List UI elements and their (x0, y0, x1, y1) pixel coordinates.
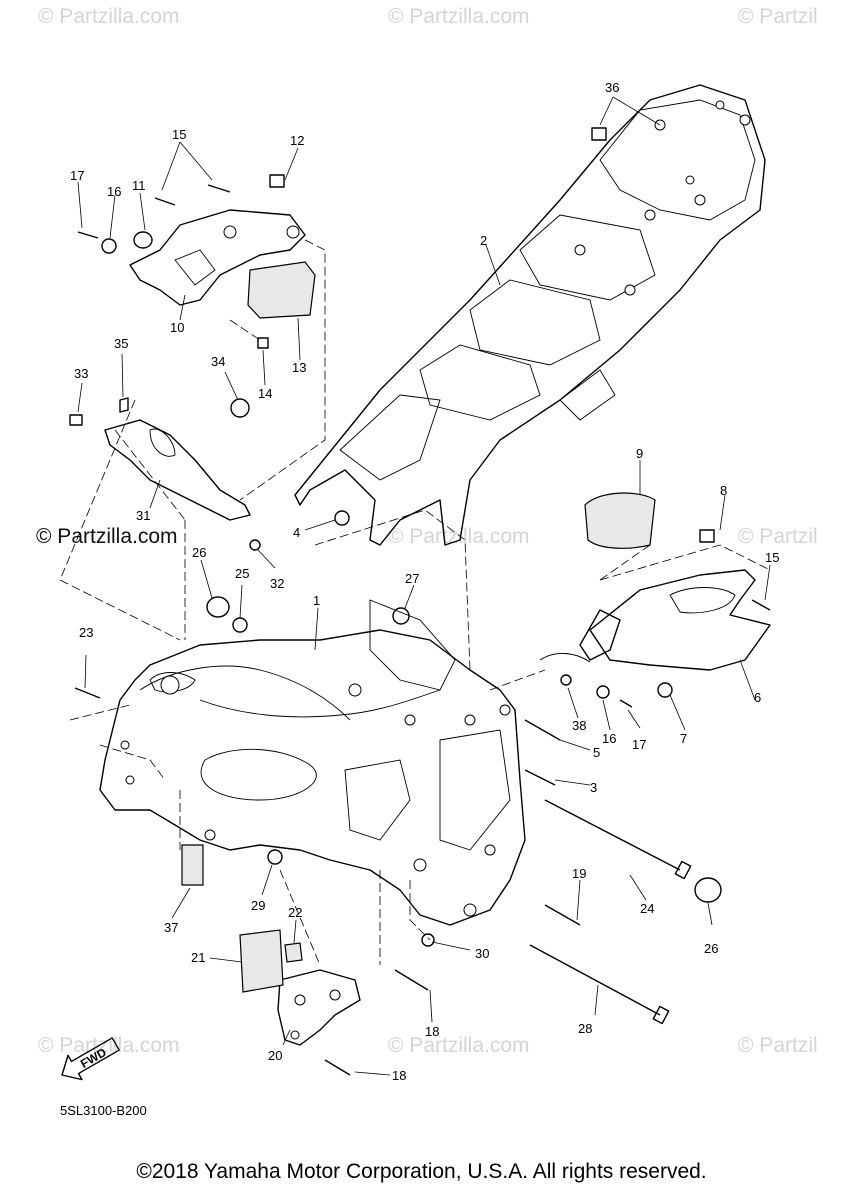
callout-22: 22 (288, 905, 302, 920)
callout-35: 35 (114, 336, 128, 351)
callout-37: 37 (164, 920, 178, 935)
cowling-stay (69, 397, 261, 551)
watermarks: © Partzilla.com © Partzilla.com © Partzi… (36, 5, 818, 1057)
callout-23: 23 (79, 625, 93, 640)
watermark-mid-right: © Partzil (738, 525, 818, 548)
callout-28: 28 (578, 1021, 592, 1036)
upper-left-bracket (77, 209, 316, 349)
watermark-bottom-left: © Partzilla.com (38, 1034, 180, 1057)
right-side-bracket (539, 492, 771, 671)
callout-36: 36 (605, 80, 619, 95)
callout-13: 13 (292, 360, 306, 375)
copyright-notice: ©2018 Yamaha Motor Corporation, U.S.A. A… (136, 1160, 707, 1183)
callout-17-right: 17 (632, 737, 646, 752)
callout-4: 4 (293, 525, 300, 540)
main-frame (99, 599, 526, 926)
callout-21: 21 (191, 950, 205, 965)
callout-15-top: 15 (172, 127, 186, 142)
watermark-mid-center: © Partzilla.com (388, 525, 530, 548)
callout-29: 29 (251, 898, 265, 913)
callout-26-lower: 26 (704, 941, 718, 956)
callout-14: 14 (258, 386, 272, 401)
watermark-top-left: © Partzilla.com (38, 5, 180, 28)
callout-15-right: 15 (765, 550, 779, 565)
rear-subframe (294, 84, 766, 546)
callout-16-left: 16 (107, 184, 121, 199)
watermark-top-right: © Partzil (738, 5, 818, 28)
callout-38: 38 (572, 718, 586, 733)
callout-6: 6 (754, 690, 761, 705)
callout-27: 27 (405, 571, 419, 586)
watermark-mid-left: © Partzilla.com (36, 525, 178, 548)
lower-brackets (181, 844, 361, 1046)
callout-11: 11 (132, 178, 146, 193)
fasteners (74, 127, 771, 1076)
callout-30: 30 (475, 946, 489, 961)
callout-12: 12 (290, 133, 304, 148)
callout-26-upper: 26 (192, 545, 206, 560)
callout-19: 19 (572, 866, 586, 881)
callout-8: 8 (720, 483, 727, 498)
callout-17-left: 17 (70, 168, 84, 183)
callout-16-right: 16 (602, 731, 616, 746)
callout-18-upper: 18 (425, 1024, 439, 1039)
callout-24: 24 (640, 901, 654, 916)
callout-32: 32 (270, 576, 284, 591)
callout-9: 9 (636, 446, 643, 461)
callout-5: 5 (593, 745, 600, 760)
watermark-bottom-center: © Partzilla.com (388, 1034, 530, 1057)
callout-31: 31 (136, 508, 150, 523)
callout-10: 10 (170, 320, 184, 335)
watermark-bottom-right: © Partzil (738, 1034, 818, 1057)
callout-3: 3 (590, 780, 597, 795)
callout-2: 2 (480, 233, 487, 248)
watermark-top-center: © Partzilla.com (388, 5, 530, 28)
callout-numbers: 1 2 3 4 5 6 7 8 9 10 11 12 13 14 15 15 1… (70, 80, 779, 1083)
callout-25: 25 (235, 566, 249, 581)
callout-33: 33 (74, 366, 88, 381)
leader-lines (77, 96, 771, 1076)
callout-18-lower: 18 (392, 1068, 406, 1083)
callout-7: 7 (680, 731, 687, 746)
diagram-code: 5SL3100-B200 (60, 1103, 147, 1118)
callout-1: 1 (313, 593, 320, 608)
callout-34: 34 (211, 354, 225, 369)
assembly-lines (59, 239, 771, 966)
callout-20: 20 (268, 1048, 282, 1063)
